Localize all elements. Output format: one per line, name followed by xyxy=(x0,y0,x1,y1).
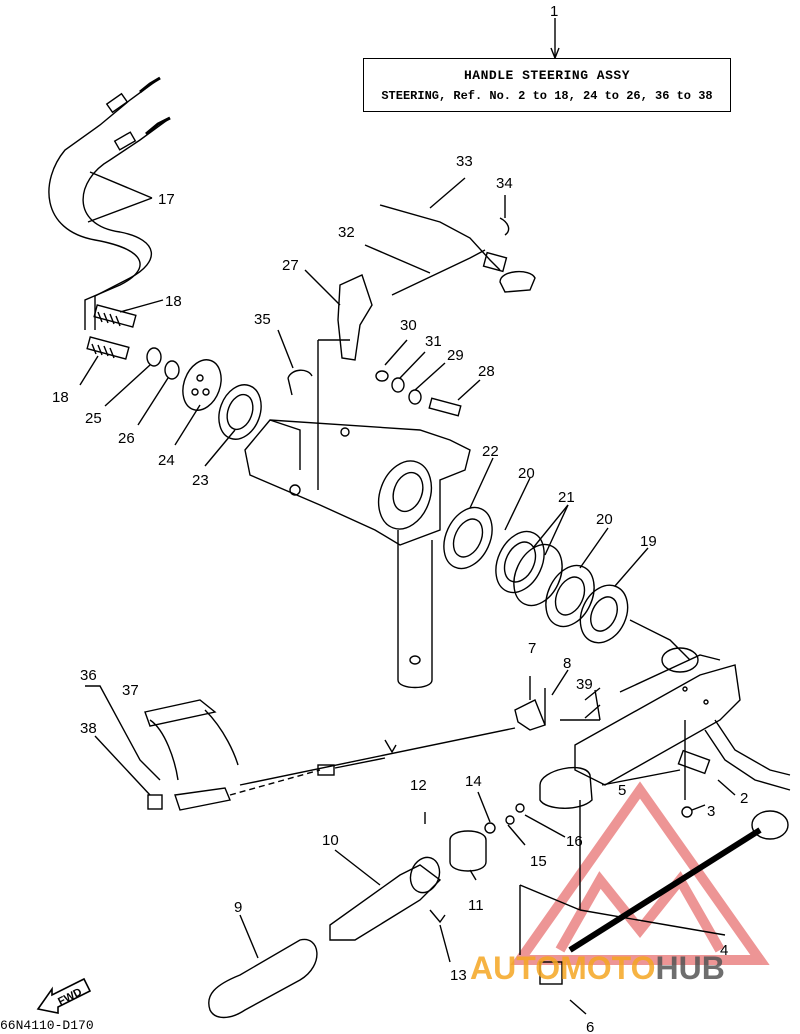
callout-12: 12 xyxy=(410,777,427,794)
callout-28: 28 xyxy=(478,363,495,380)
callout-35: 35 xyxy=(254,311,271,328)
callout-10: 10 xyxy=(322,832,339,849)
callout-34: 34 xyxy=(496,175,513,192)
callout-23: 23 xyxy=(192,472,209,489)
callout-39: 39 xyxy=(576,676,593,693)
callout-18b: 18 xyxy=(52,389,69,406)
assembly-title: HANDLE STEERING ASSY xyxy=(463,68,631,83)
callout-33: 33 xyxy=(456,153,473,170)
callout-16: 16 xyxy=(566,833,583,850)
callout-20b: 20 xyxy=(596,511,613,528)
watermark-part-2: MOTO xyxy=(560,950,656,986)
callout-6: 6 xyxy=(586,1019,594,1034)
callout-37: 37 xyxy=(122,682,139,699)
callout-15: 15 xyxy=(530,853,547,870)
watermark-part-1: AUTO xyxy=(470,950,561,986)
assembly-subtitle: STEERING, Ref. No. 2 to 18, 24 to 26, 36… xyxy=(381,89,713,103)
callout-38: 38 xyxy=(80,720,97,737)
callout-14: 14 xyxy=(465,773,482,790)
callout-13: 13 xyxy=(450,967,467,984)
callout-32: 32 xyxy=(338,224,355,241)
callout-30: 30 xyxy=(400,317,417,334)
callout-1: 1 xyxy=(550,3,558,20)
callout-18a: 18 xyxy=(165,293,182,310)
watermark-part-3: HUB xyxy=(655,950,725,986)
callout-29: 29 xyxy=(447,347,464,364)
callout-9: 9 xyxy=(234,899,242,916)
fwd-arrow-icon: FWD xyxy=(36,977,92,1014)
callout-2: 2 xyxy=(740,790,748,807)
callout-19: 19 xyxy=(640,533,657,550)
callout-22: 22 xyxy=(482,443,499,460)
callout-20a: 20 xyxy=(518,465,535,482)
callout-25: 25 xyxy=(85,410,102,427)
callout-labels: 2 3 4 5 6 7 8 9 10 11 12 13 14 15 16 17 … xyxy=(52,3,748,1034)
callout-21: 21 xyxy=(558,489,575,506)
assembly-callout-box: HANDLE STEERING ASSY STEERING, Ref. No. … xyxy=(363,58,731,112)
callout-31: 31 xyxy=(425,333,442,350)
diagram-code: 66N4110-D170 xyxy=(0,1018,94,1033)
diagram-linework xyxy=(48,18,791,1019)
callout-36: 36 xyxy=(80,667,97,684)
callout-4: 4 xyxy=(720,942,728,959)
callout-17: 17 xyxy=(158,191,175,208)
callout-24: 24 xyxy=(158,452,175,469)
callout-5: 5 xyxy=(618,782,626,799)
callout-3: 3 xyxy=(707,803,715,820)
fwd-label: FWD xyxy=(56,986,84,1008)
callout-7: 7 xyxy=(528,640,536,657)
callout-26: 26 xyxy=(118,430,135,447)
callout-8: 8 xyxy=(563,655,571,672)
forward-direction-indicator: FWD xyxy=(36,975,92,1020)
watermark-text: AUTOMOTOHUB xyxy=(470,950,725,987)
callout-11: 11 xyxy=(468,897,484,914)
callout-27: 27 xyxy=(282,257,299,274)
